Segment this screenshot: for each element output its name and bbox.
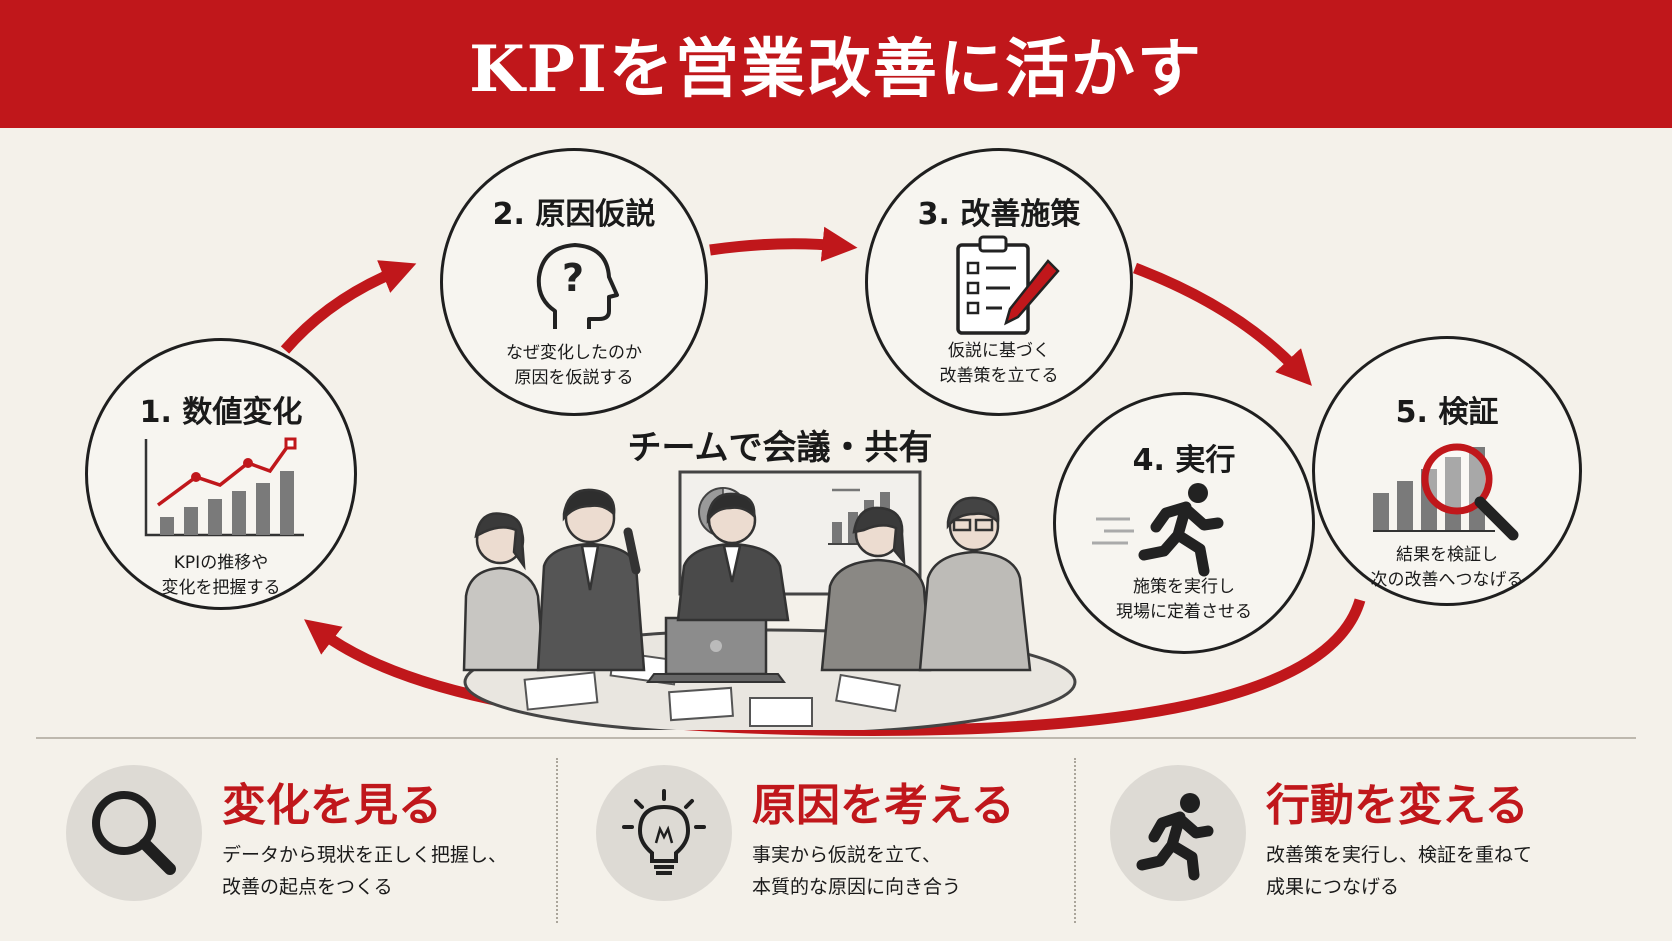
pillar-badge bbox=[66, 765, 202, 901]
pillar-desc-line-1: データから現状を正しく把握し、 bbox=[222, 844, 508, 866]
step-4-circle: 4. 実行 施策を実行し 現場に定着させる bbox=[1053, 392, 1315, 654]
step-desc-line-2: 原因を仮説する bbox=[514, 368, 634, 388]
pillar-think-cause: 原因を考える 事実から仮説を立て、 本質的な原因に向き合う bbox=[596, 755, 1056, 925]
step-title: 2. 原因仮説 bbox=[492, 197, 656, 232]
step-1-circle: 1. 数値変化 KPIの推移や 変化を把握する bbox=[85, 338, 357, 610]
pillar-desc-line-2: 本質的な原因に向き合う bbox=[752, 876, 962, 898]
step-title: 1. 数値変化 bbox=[139, 395, 303, 430]
team-members bbox=[462, 488, 1032, 672]
column-separator bbox=[556, 758, 558, 923]
step-desc-line-2: 次の改善へつなげる bbox=[1370, 570, 1524, 590]
pillar-badge bbox=[596, 765, 732, 901]
search-icon bbox=[92, 791, 176, 875]
page-title: KPIを営業改善に活かす bbox=[469, 32, 1203, 107]
step-desc-line-1: 仮説に基づく bbox=[948, 341, 1050, 361]
step-title: 3. 改善施策 bbox=[917, 197, 1081, 232]
step-desc-line-1: KPIの推移や bbox=[173, 553, 269, 573]
step-desc-line-1: 施策を実行し bbox=[1133, 577, 1235, 597]
step-5-circle: 5. 検証 結果を検証し 次の改善へつなげる bbox=[1312, 336, 1582, 606]
pillar-title: 行動を変える bbox=[1266, 780, 1529, 831]
head-question-icon: ? bbox=[536, 243, 619, 329]
step-2-circle: 2. 原因仮説 ? なぜ変化したのか 原因を仮説する bbox=[440, 148, 708, 416]
arrow-1-to-2 bbox=[280, 260, 417, 354]
pillar-desc-line-1: 事実から仮説を立て、 bbox=[752, 844, 942, 866]
step-desc-line-2: 現場に定着させる bbox=[1116, 602, 1252, 622]
section-divider bbox=[36, 737, 1636, 739]
running-person-icon bbox=[1136, 793, 1214, 881]
pillar-badge bbox=[1110, 765, 1246, 901]
pillar-desc-line-2: 改善の起点をつくる bbox=[222, 876, 393, 898]
lightbulb-icon bbox=[622, 789, 706, 875]
pillar-desc-line-2: 成果につなげる bbox=[1266, 876, 1400, 898]
step-desc-line-1: なぜ変化したのか bbox=[506, 343, 642, 363]
arrow-2-to-3 bbox=[709, 226, 858, 262]
pillar-change-action: 行動を変える 改善策を実行し、検証を重ねて 成果につなげる bbox=[1110, 755, 1630, 925]
clipboard-pen-icon bbox=[956, 235, 1060, 335]
step-desc-line-2: 変化を把握する bbox=[161, 578, 281, 598]
step-title: 4. 実行 bbox=[1132, 443, 1236, 478]
page-header: KPIを営業改善に活かす bbox=[0, 0, 1672, 128]
svg-text:?: ? bbox=[562, 256, 584, 300]
bar-chart-icon bbox=[144, 437, 304, 537]
step-title: 5. 検証 bbox=[1395, 395, 1499, 430]
meeting-title: チームで会議・共有 bbox=[627, 428, 933, 468]
column-separator bbox=[1074, 758, 1076, 923]
pillar-title: 変化を見る bbox=[222, 780, 442, 831]
step-3-circle: 3. 改善施策 仮説に基づく 改善策を立てる bbox=[865, 148, 1133, 416]
cycle-arrows bbox=[280, 226, 1366, 736]
running-person-icon bbox=[1092, 483, 1224, 577]
step-desc-line-1: 結果を検証し bbox=[1396, 545, 1498, 565]
pillar-desc-line-1: 改善策を実行し、検証を重ねて bbox=[1266, 844, 1533, 866]
arrow-3-to-5 bbox=[1133, 262, 1312, 386]
pillar-title: 原因を考える bbox=[752, 780, 1015, 831]
magnifier-chart-icon bbox=[1373, 443, 1519, 541]
pillar-see-change: 変化を見る データから現状を正しく把握し、 改善の起点をつくる bbox=[66, 755, 536, 925]
team-meeting-illustration bbox=[462, 470, 1077, 730]
arrow-5-to-1 bbox=[304, 598, 1366, 736]
step-desc-line-2: 改善策を立てる bbox=[939, 366, 1059, 386]
